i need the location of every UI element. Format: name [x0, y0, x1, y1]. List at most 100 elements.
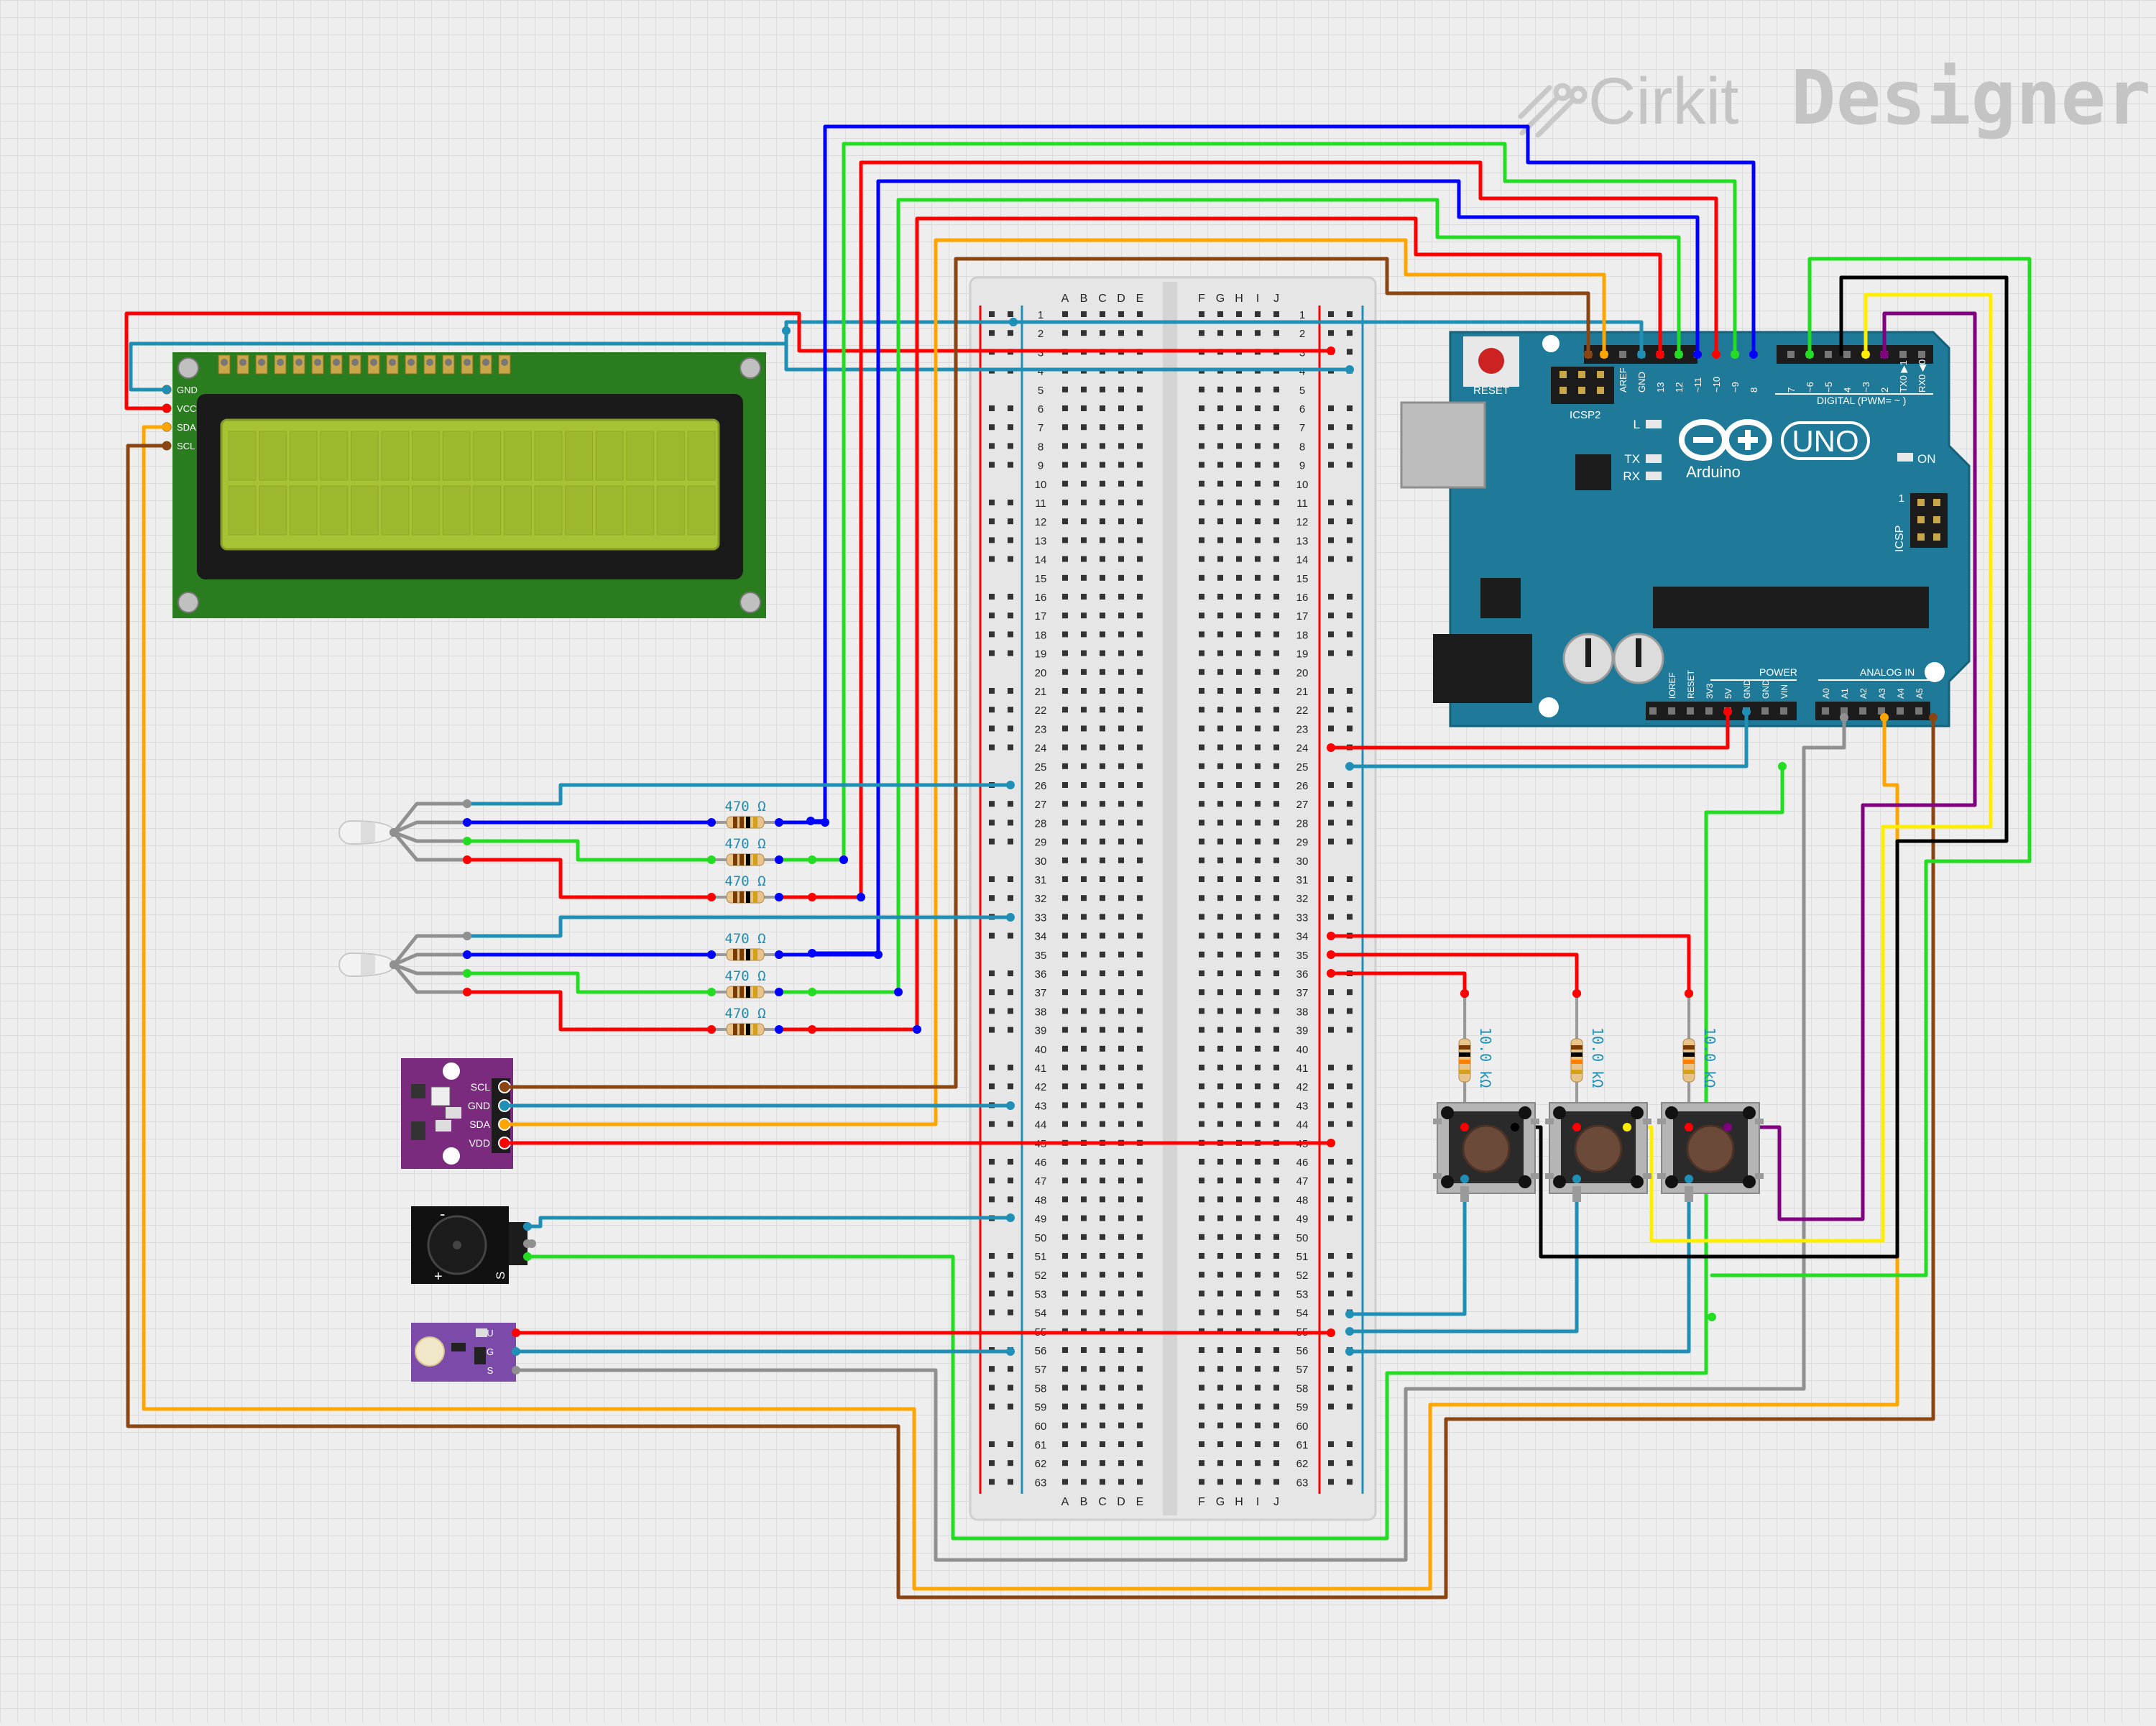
breadboard-hole[interactable]: [1236, 1083, 1242, 1090]
breadboard-hole[interactable]: [1236, 1196, 1242, 1203]
breadboard-hole[interactable]: [1236, 1347, 1242, 1353]
rail-hole[interactable]: [1347, 801, 1353, 807]
breadboard-hole[interactable]: [1236, 500, 1242, 505]
breadboard-hole[interactable]: [1137, 386, 1143, 393]
breadboard-hole[interactable]: [1199, 932, 1204, 939]
breadboard-hole[interactable]: [1100, 932, 1105, 939]
breadboard-hole[interactable]: [1255, 1272, 1261, 1278]
breadboard-hole[interactable]: [1081, 1403, 1087, 1410]
breadboard-hole[interactable]: [1199, 574, 1204, 581]
breadboard-hole[interactable]: [1081, 1385, 1087, 1391]
rail-hole[interactable]: [1008, 1178, 1013, 1184]
analog-pin-hole[interactable]: [1915, 707, 1922, 715]
breadboard-hole[interactable]: [1062, 895, 1068, 901]
breadboard-hole[interactable]: [1062, 669, 1068, 675]
breadboard-hole[interactable]: [1118, 989, 1124, 996]
breadboard-hole[interactable]: [1100, 1234, 1105, 1240]
breadboard-hole[interactable]: [1137, 1045, 1143, 1052]
breadboard-hole[interactable]: [1137, 443, 1143, 449]
breadboard-hole[interactable]: [1062, 424, 1068, 431]
breadboard-hole[interactable]: [1118, 650, 1124, 656]
breadboard-hole[interactable]: [1137, 669, 1143, 675]
breadboard-hole[interactable]: [1217, 1234, 1223, 1240]
breadboard-hole[interactable]: [1199, 914, 1204, 920]
breadboard-hole[interactable]: [1199, 669, 1204, 675]
light-signal-wire[interactable]: [514, 715, 1846, 1562]
breadboard-hole[interactable]: [1236, 1008, 1242, 1014]
breadboard-hole[interactable]: [1217, 725, 1223, 732]
breadboard-hole[interactable]: [1137, 1272, 1143, 1278]
rail-hole[interactable]: [1328, 707, 1334, 713]
resistor-470[interactable]: 470 Ω: [711, 836, 779, 866]
breadboard-hole[interactable]: [1255, 612, 1261, 619]
breadboard-hole[interactable]: [1081, 1460, 1087, 1466]
rail-hole[interactable]: [1347, 631, 1353, 638]
breadboard-hole[interactable]: [1255, 1008, 1261, 1014]
rail-hole[interactable]: [1008, 932, 1013, 939]
rail-hole[interactable]: [989, 518, 995, 525]
breadboard-hole[interactable]: [1081, 820, 1087, 826]
breadboard-hole[interactable]: [1217, 1460, 1223, 1466]
breadboard-hole[interactable]: [1137, 1441, 1143, 1447]
digital-pin-hole[interactable]: [1843, 351, 1851, 358]
rail-hole[interactable]: [1347, 612, 1353, 619]
breadboard-hole[interactable]: [1137, 612, 1143, 619]
led1-leg[interactable]: [392, 830, 469, 862]
breadboard-hole[interactable]: [1118, 1479, 1124, 1485]
breadboard-hole[interactable]: [1118, 1102, 1124, 1108]
rail-hole[interactable]: [1008, 462, 1013, 468]
breadboard-hole[interactable]: [1236, 1403, 1242, 1410]
breadboard-hole[interactable]: [1236, 556, 1242, 562]
breadboard-hole[interactable]: [1273, 1178, 1279, 1184]
breadboard-hole[interactable]: [1217, 970, 1223, 976]
rail-hole[interactable]: [1347, 349, 1353, 355]
sensor-scl-wire[interactable]: [502, 257, 1590, 1089]
push-button-1[interactable]: [1433, 1102, 1539, 1202]
rail-hole[interactable]: [1328, 914, 1334, 920]
breadboard-hole[interactable]: [1100, 537, 1105, 543]
breadboard-hole[interactable]: [1255, 1309, 1261, 1316]
rail-hole[interactable]: [1347, 838, 1353, 845]
buzzer-module[interactable]: - + S: [411, 1205, 528, 1285]
breadboard-hole[interactable]: [1137, 462, 1143, 468]
breadboard-hole[interactable]: [1236, 650, 1242, 656]
breadboard-hole[interactable]: [1100, 311, 1105, 317]
breadboard-hole[interactable]: [1236, 914, 1242, 920]
breadboard-hole[interactable]: [1217, 951, 1223, 958]
breadboard-hole[interactable]: [1273, 574, 1279, 581]
breadboard-hole[interactable]: [1273, 500, 1279, 505]
breadboard-hole[interactable]: [1118, 876, 1124, 882]
digital-pin-hole[interactable]: [1825, 351, 1832, 358]
arduino-gnd-wire[interactable]: [1348, 710, 1749, 768]
breadboard-hole[interactable]: [1081, 612, 1087, 619]
rail-hole[interactable]: [1347, 518, 1353, 525]
rail-hole[interactable]: [1328, 688, 1334, 694]
breadboard-hole[interactable]: [1236, 594, 1242, 600]
breadboard-hole[interactable]: [1199, 631, 1204, 638]
breadboard-hole[interactable]: [1081, 311, 1087, 317]
breadboard-hole[interactable]: [1118, 838, 1124, 845]
breadboard-hole[interactable]: [1137, 782, 1143, 788]
breadboard-hole[interactable]: [1255, 386, 1261, 393]
rail-hole[interactable]: [1328, 1385, 1334, 1391]
breadboard-hole[interactable]: [1236, 951, 1242, 958]
breadboard-hole[interactable]: [1273, 556, 1279, 562]
breadboard-hole[interactable]: [1236, 1422, 1242, 1428]
breadboard-hole[interactable]: [1081, 1290, 1087, 1297]
led1-leg[interactable]: [392, 802, 469, 835]
breadboard-hole[interactable]: [1199, 594, 1204, 600]
breadboard-hole[interactable]: [1217, 989, 1223, 996]
analog-pin-hole[interactable]: [1841, 707, 1848, 715]
breadboard-hole[interactable]: [1062, 1234, 1068, 1240]
breadboard-hole[interactable]: [1100, 386, 1105, 393]
rail-hole[interactable]: [1347, 1083, 1353, 1090]
rail-hole[interactable]: [1328, 1008, 1334, 1014]
breadboard-hole[interactable]: [1199, 518, 1204, 525]
breadboard-hole[interactable]: [1217, 311, 1223, 317]
rail-hole[interactable]: [1328, 631, 1334, 638]
arduino-5v-wire[interactable]: [1329, 710, 1730, 750]
breadboard-hole[interactable]: [1062, 405, 1068, 411]
breadboard-hole[interactable]: [1062, 951, 1068, 958]
breadboard-hole[interactable]: [1062, 1385, 1068, 1391]
